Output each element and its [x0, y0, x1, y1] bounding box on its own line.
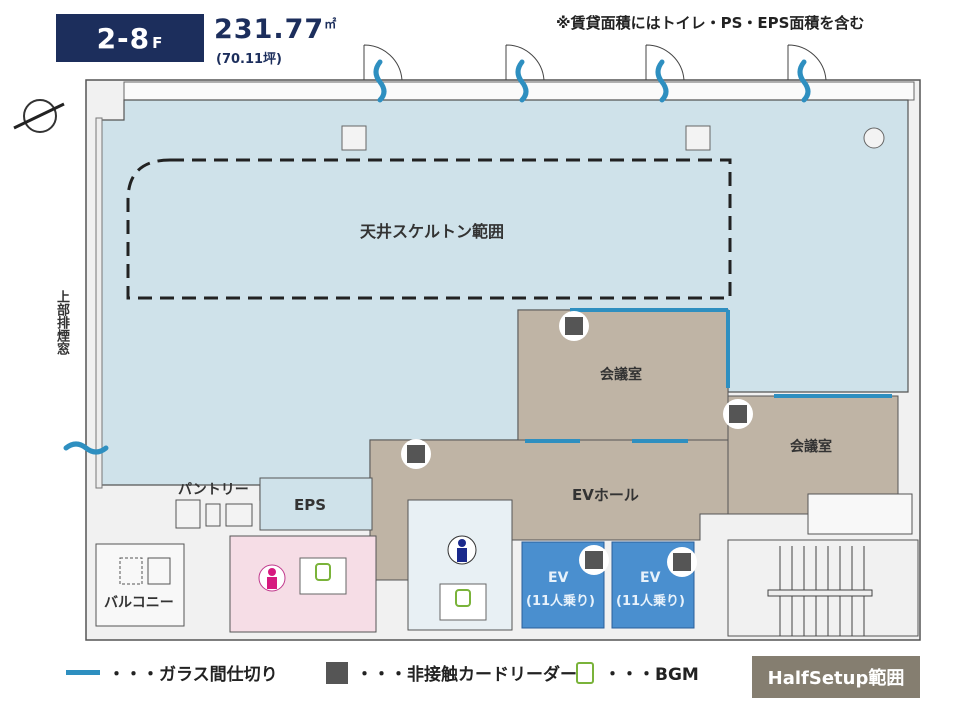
ev2-label: EV: [640, 570, 661, 586]
meeting-room-2-label: 会議室: [790, 439, 832, 455]
area-unit: ㎡: [324, 17, 338, 31]
pantry-label: パントリー: [178, 482, 249, 498]
legend-halfsetup: HalfSetup範囲: [752, 656, 920, 698]
card-reader-icon: [326, 661, 348, 684]
ev1-capacity: (11人乗り): [526, 594, 595, 609]
ev1-label: EV: [548, 570, 569, 586]
ev2-capacity: (11人乗り): [616, 594, 685, 609]
area-note: ※賃貸面積にはトイレ・PS・EPS面積を含む: [556, 14, 865, 32]
legend-bgm: ・・・BGM: [576, 660, 699, 685]
legend-glass-text: ・・・ガラス間仕切り: [108, 665, 278, 685]
balcony-label: バルコニー: [104, 595, 174, 611]
bgm-speaker-icon: [576, 661, 594, 684]
ev-hall-label: EVホール: [572, 486, 639, 504]
upper-smoke-window-label: 上部排煙窓: [54, 290, 69, 355]
legend-card-reader: ・・・非接触カードリーダー: [326, 660, 577, 685]
legend-glass-partition: ・・・ガラス間仕切り: [66, 660, 278, 685]
skeleton-ceiling-label: 天井スケルトン範囲: [360, 222, 505, 241]
meeting-room-1-label: 会議室: [600, 367, 642, 383]
area-sqm-value: 231.77: [214, 14, 325, 45]
floor-number: 2-8: [96, 21, 151, 55]
area-tsubo: (70.11坪): [216, 52, 283, 67]
eps-label: EPS: [294, 496, 327, 514]
legend-bgm-text: ・・・BGM: [604, 665, 699, 685]
floor-suffix: F: [152, 34, 164, 52]
legend-card-reader-text: ・・・非接触カードリーダー: [356, 665, 577, 685]
area-sqm: 231.77㎡: [214, 14, 337, 45]
glass-partition-swatch: [66, 670, 100, 675]
